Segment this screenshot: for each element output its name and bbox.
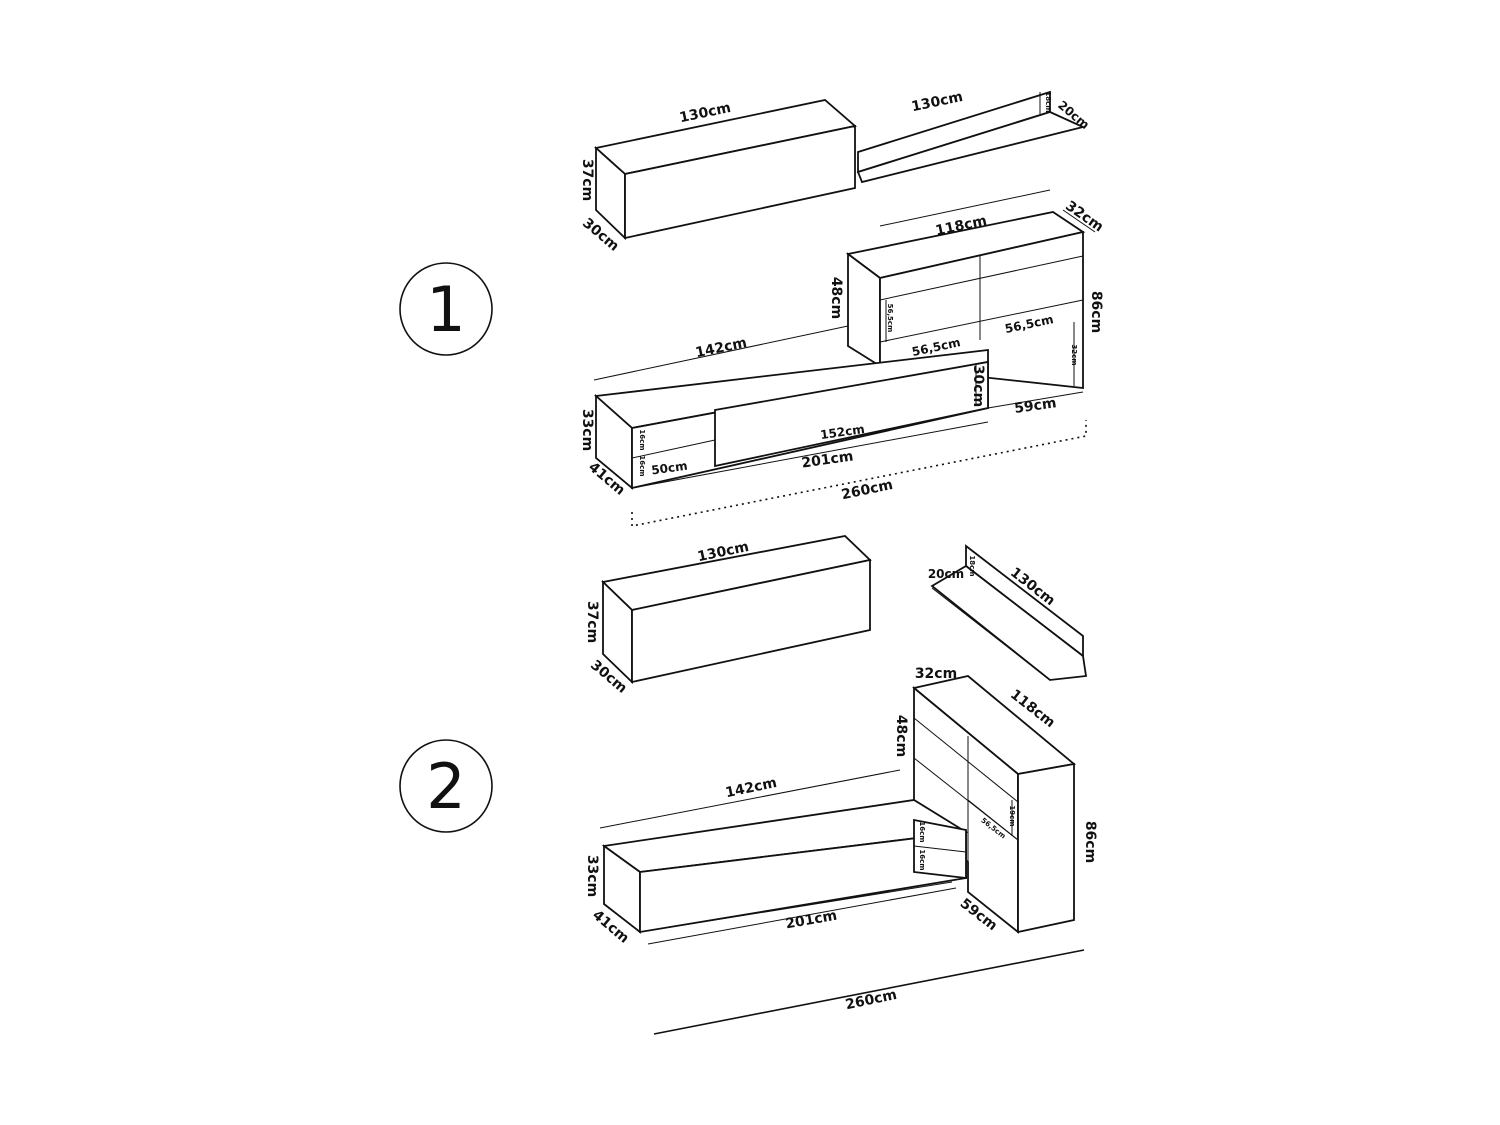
config1-number-circle bbox=[399, 262, 493, 356]
config2-shelf-depth: 20cm bbox=[928, 567, 964, 581]
config2-wall-cabinet: 130cm 37cm 30cm bbox=[584, 535, 872, 697]
config1-shelf: 130cm 18cm 20cm bbox=[856, 89, 1092, 184]
config2-group: 2 130cm 37cm 30cm 130cm 18cm 20cm bbox=[399, 535, 1098, 1035]
config2-tv-unit: 142cm 33cm 41cm 201cm 16cm 16cm bbox=[584, 769, 969, 947]
config2-tv-unit-base: 201cm bbox=[784, 908, 838, 933]
config1-tv-unit-back-h: 30cm bbox=[970, 365, 986, 407]
config2-tall-unit: 32cm 118cm 86cm 48cm 56,5cm 19cm 59cm bbox=[893, 666, 1098, 934]
config1-tall-unit-height: 86cm bbox=[1088, 291, 1104, 333]
config2-tall-unit-upper: 48cm bbox=[893, 715, 909, 757]
config2-number: 2 bbox=[426, 750, 465, 823]
config2-tv-unit-niche-h2: 16cm bbox=[918, 849, 926, 870]
config1-tv-unit-top: 142cm bbox=[694, 335, 748, 361]
config1-shelf-height: 18cm bbox=[1044, 91, 1052, 112]
config1-wall-cabinet: 130cm 37cm 30cm bbox=[579, 99, 857, 255]
config2-tall-unit-depth: 32cm bbox=[915, 666, 957, 682]
config2-tall-unit-drawer-h: 19cm bbox=[1008, 805, 1016, 826]
config2-tv-unit-height: 33cm bbox=[584, 855, 600, 897]
config1-tall-unit-base: 59cm bbox=[1013, 395, 1057, 417]
config1-number: 1 bbox=[426, 273, 465, 346]
config2-tv-unit-niche-h1: 16cm bbox=[918, 821, 926, 842]
config1-tv-unit-niche-h2: 16cm bbox=[638, 455, 646, 476]
config1-tv-unit-niche-h1: 16cm bbox=[638, 429, 646, 450]
config2-number-circle bbox=[399, 739, 493, 833]
config1-tall-unit-side: 32cm bbox=[1070, 344, 1078, 365]
config2-tv-unit-top: 142cm bbox=[724, 775, 778, 801]
config1-tv-unit: 142cm 33cm 41cm 152cm 201cm 50cm 16cm 16… bbox=[579, 325, 1084, 499]
config2-tall-unit-height: 86cm bbox=[1082, 821, 1098, 863]
config1-tall-unit-upper: 48cm bbox=[828, 277, 844, 319]
config1-tv-unit-niche-w: 50cm bbox=[650, 459, 688, 478]
config2-shelf-height: 18cm bbox=[968, 555, 976, 576]
config1-wall-cabinet-height: 37cm bbox=[579, 159, 595, 201]
config1-group: 1 130cm 37cm 30cm 130cm 18cm 20cm bbox=[399, 89, 1106, 527]
config1-shelf-width: 130cm bbox=[910, 89, 964, 115]
config2-shelf: 130cm 18cm 20cm bbox=[928, 544, 1088, 681]
config1-tv-unit-base: 201cm bbox=[801, 448, 855, 471]
config1-tall-unit-drawer-h: 56,5cm bbox=[886, 304, 894, 333]
config2-wall-cabinet-height: 37cm bbox=[584, 601, 600, 643]
config1-tv-unit-height: 33cm bbox=[579, 409, 595, 451]
config1-tv-unit-door: 152cm bbox=[819, 422, 865, 442]
config1-total: 260cm bbox=[840, 477, 894, 503]
config2-total-dimension: 260cm bbox=[653, 949, 1085, 1035]
config1-tall-unit: 118cm 32cm 86cm 48cm 56,5cm 56,5cm 56,5c… bbox=[828, 189, 1106, 417]
